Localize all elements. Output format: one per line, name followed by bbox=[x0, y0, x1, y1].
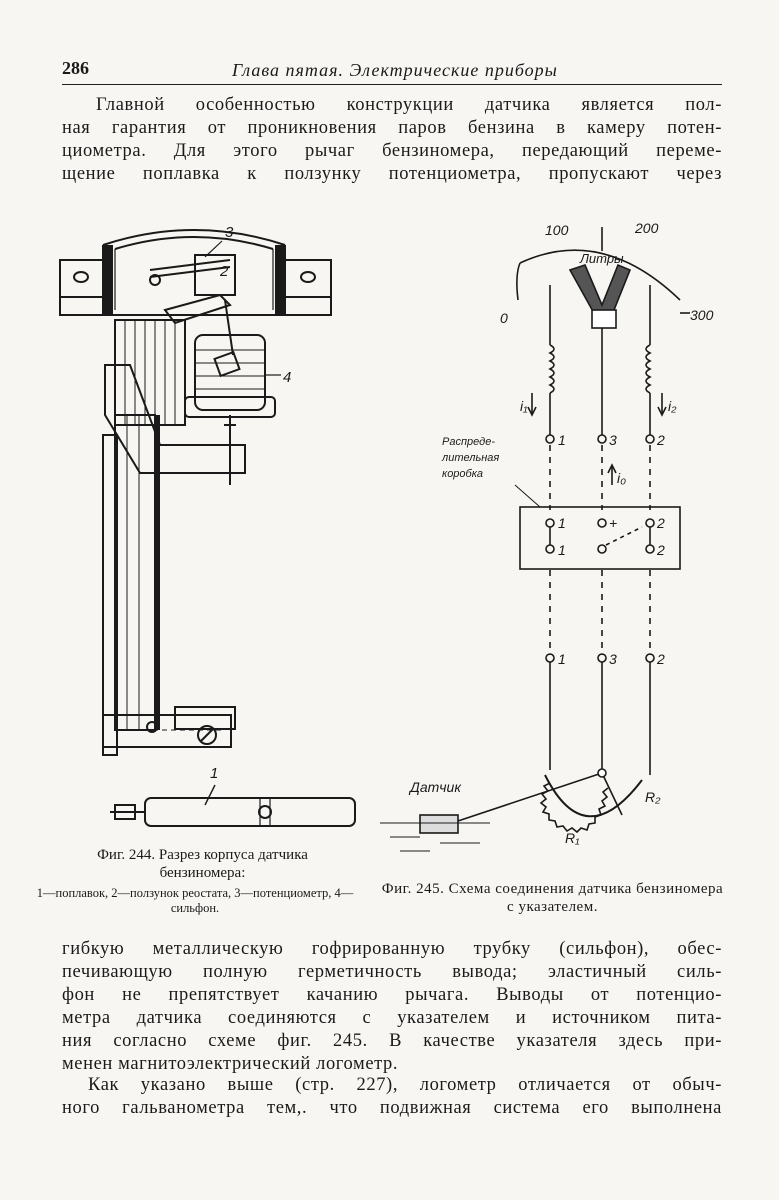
fig244-label-2: 2 bbox=[219, 263, 229, 280]
scale-0: 0 bbox=[500, 310, 508, 326]
figure-244-caption: Фиг. 244. Разрез корпуса датчика бензино… bbox=[97, 847, 308, 881]
distribution-box-label-1: Распреде- bbox=[442, 436, 495, 448]
current-i1: i₁ bbox=[520, 398, 528, 414]
text-line: циометра. Для этого рычаг бензиномера, п… bbox=[62, 141, 722, 161]
current-i0: i₀ bbox=[617, 470, 626, 486]
box-row2-1: 1 bbox=[558, 542, 566, 558]
scale-200: 200 bbox=[634, 220, 659, 236]
header-rule bbox=[62, 84, 722, 85]
fig244-label-3: 3 bbox=[225, 224, 234, 241]
text-line: ного гальванометра тем,. что подвижная с… bbox=[62, 1098, 722, 1118]
fig244-label-1: 1 bbox=[210, 765, 218, 782]
resistor-r2: R₂ bbox=[645, 789, 661, 805]
sensor-label: Датчик bbox=[408, 779, 462, 795]
text-line: фон не препятствует качанию рычага. Выво… bbox=[62, 985, 722, 1005]
figure-244-legend: 1—поплавок, 2—ползунок реостата, 3—потен… bbox=[36, 886, 354, 915]
paragraph-1: Главной особенностью конструкции датчика… bbox=[62, 94, 722, 186]
text-line: ния согласно схеме фиг. 245. В качестве … bbox=[62, 1031, 722, 1051]
text-line: менен магнитоэлектрический логометр. bbox=[62, 1054, 399, 1074]
figure-244-sensor-drawing: 1 2 3 4 bbox=[59, 224, 356, 827]
text-line: щение поплавка к ползунку потенциометра,… bbox=[62, 164, 722, 184]
paragraph-3: Как указано выше (стр. 227), логометр от… bbox=[62, 1074, 722, 1120]
figure-245-wiring-diagram: 0 100 200 300 Литры i₁ i₂ i₀ Распреде- л… bbox=[380, 220, 714, 852]
page-number: 286 bbox=[62, 58, 89, 78]
text-line: гибкую металлическую гофрированную трубк… bbox=[62, 939, 722, 959]
scale-100: 100 bbox=[545, 222, 569, 238]
page-header: 286 Глава пятая. Электрические приборы bbox=[62, 58, 722, 86]
scale-300: 300 bbox=[690, 307, 714, 323]
text-line: метра датчика соединяются с указателем и… bbox=[62, 1008, 722, 1028]
text-line: Главной особенностью конструкции датчика… bbox=[96, 95, 722, 115]
box-row1-1: 1 bbox=[558, 515, 566, 531]
terminal-bottom-2: 2 bbox=[656, 651, 665, 667]
distribution-box-label-2: лительная bbox=[441, 452, 499, 464]
figure-245-caption: Фиг. 245. Схема соединения датчика бензи… bbox=[381, 881, 724, 915]
running-title: Глава пятая. Электрические приборы bbox=[232, 60, 558, 80]
terminal-top-3: 3 bbox=[609, 432, 617, 448]
fig244-label-4: 4 bbox=[283, 369, 291, 386]
current-i2: i₂ bbox=[668, 398, 677, 414]
box-row2-2: 2 bbox=[656, 542, 665, 558]
terminal-top-1: 1 bbox=[558, 432, 566, 448]
text-line: Как указано выше (стр. 227), логометр от… bbox=[88, 1075, 722, 1095]
paragraph-2: гибкую металлическую гофрированную трубк… bbox=[62, 938, 722, 1076]
terminal-bottom-1: 1 bbox=[558, 651, 566, 667]
text-line: печивающую полную герметичность вывода; … bbox=[62, 962, 722, 982]
terminal-bottom-3: 3 bbox=[609, 651, 617, 667]
box-row1-plus: + bbox=[609, 515, 617, 531]
distribution-box-label-3: коробка bbox=[442, 468, 483, 480]
text-line: ная гарантия от проникновения паров бенз… bbox=[62, 118, 722, 138]
terminal-top-2: 2 bbox=[656, 432, 665, 448]
box-row1-2: 2 bbox=[656, 515, 665, 531]
resistor-r1: R₁ bbox=[565, 830, 580, 846]
gauge-label: Литры bbox=[579, 251, 624, 266]
